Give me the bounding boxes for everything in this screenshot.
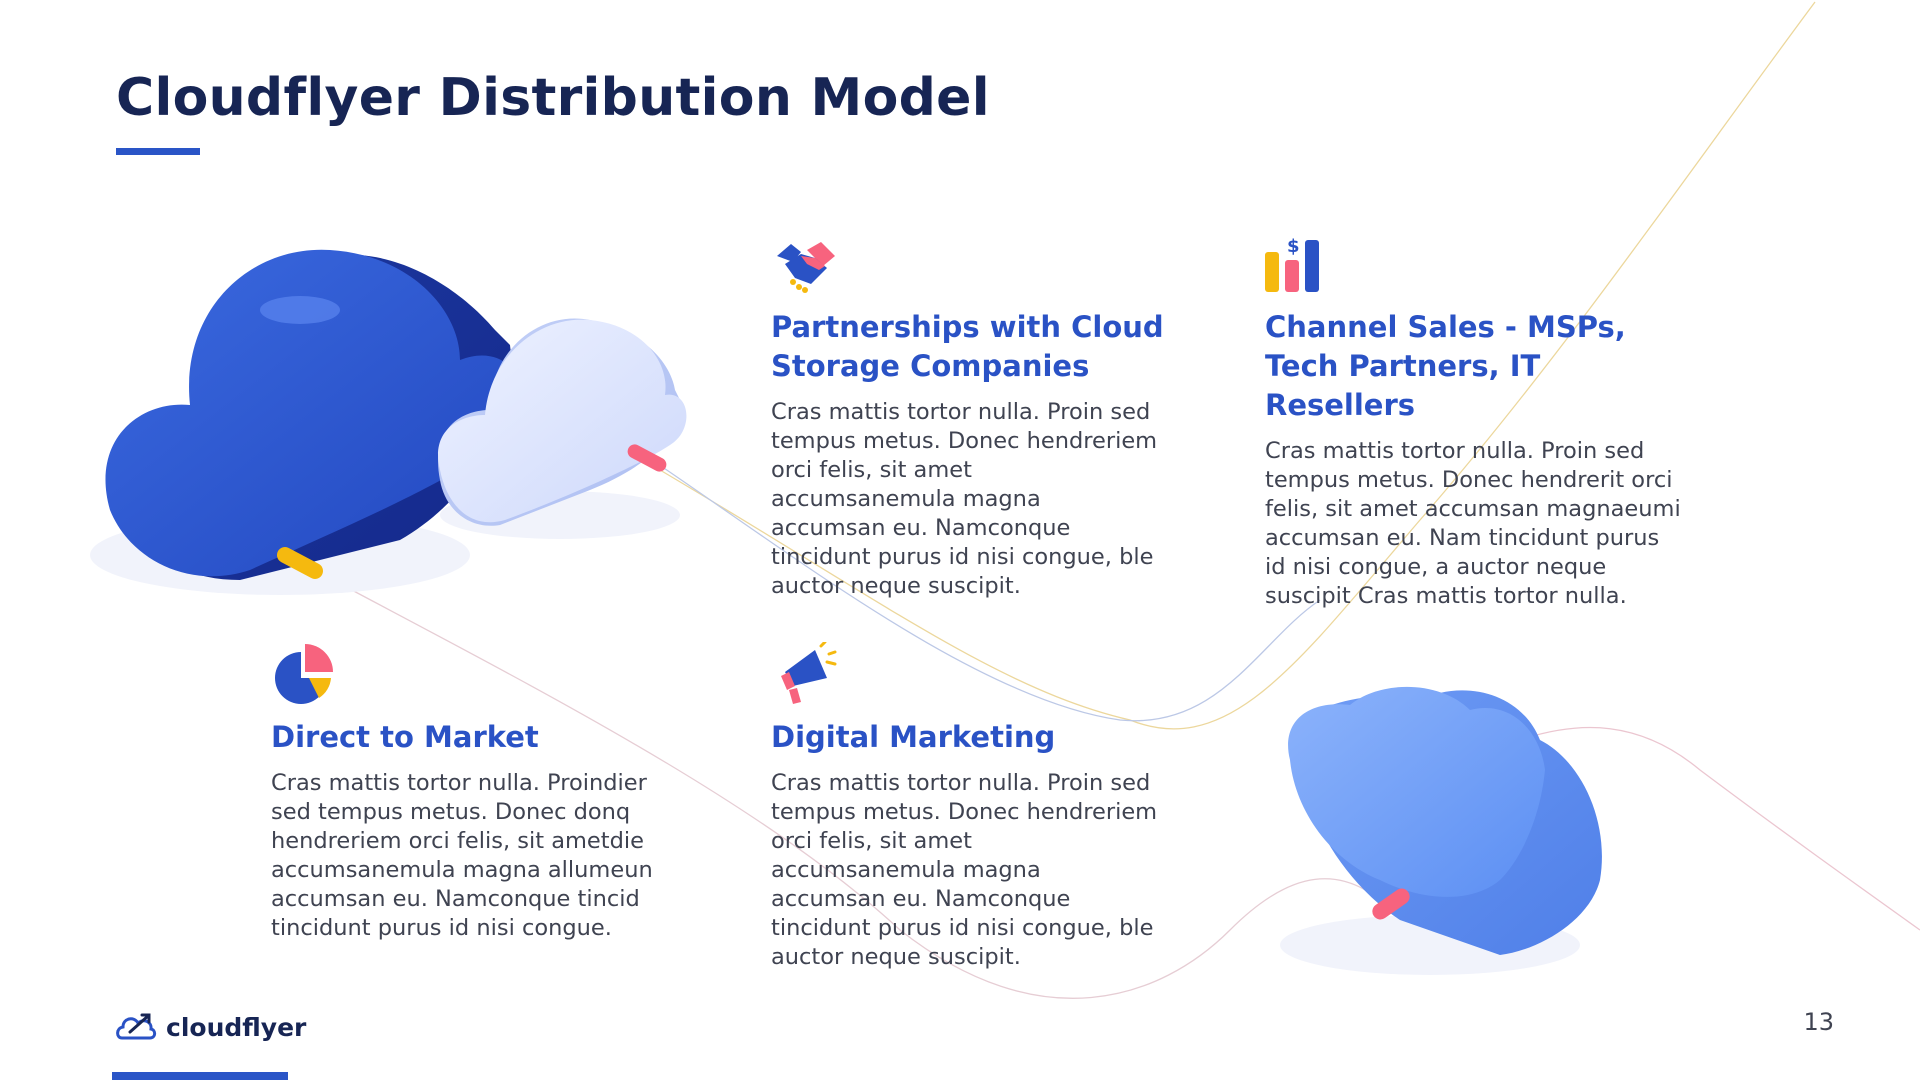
cloud-logo-icon: [116, 1013, 157, 1040]
megaphone-icon: [781, 642, 837, 704]
bar-chart-dollar-icon: $: [1265, 236, 1319, 292]
card-heading: Channel Sales - MSPs, Tech Partners, IT …: [1265, 310, 1626, 422]
connector-lines: [317, 1, 1920, 999]
card-heading: Direct to Market: [271, 720, 539, 754]
connector-line: [1519, 726, 1920, 931]
handshake-icon: [777, 242, 835, 293]
card-heading: Digital Marketing: [771, 720, 1056, 754]
card-partnerships: Partnerships with Cloud Storage Companie…: [771, 232, 1171, 601]
pie-chart-icon: [275, 644, 333, 704]
card-body: Cras mattis tortor nulla. Proin sed temp…: [771, 399, 1158, 599]
brand-logo: cloudflyer: [114, 1010, 306, 1044]
connector-line: [659, 1, 1816, 730]
connector-line: [317, 571, 1381, 999]
card-body: Cras mattis tortor nulla. Proin sed temp…: [1265, 438, 1681, 609]
card-body: Cras mattis tortor nulla. Proin sed temp…: [771, 770, 1158, 970]
cloud-stand: [276, 547, 324, 579]
big-blue-cloud: [90, 249, 522, 595]
card-digital-marketing: Digital Marketing Cras mattis tortor nul…: [771, 642, 1171, 972]
card-direct-to-market: Direct to Market Cras mattis tortor null…: [271, 642, 671, 943]
cloud-face: [1288, 686, 1545, 897]
pale-cloud: [438, 318, 687, 539]
page-title: Cloudflyer Distribution Model: [116, 68, 990, 128]
card-channel-sales: $ Channel Sales - MSPs, Tech Partners, I…: [1265, 232, 1681, 611]
logo-text: cloudflyer: [166, 1012, 307, 1042]
light-blue-cloud: [1280, 686, 1602, 975]
footer-accent-bar: [112, 1072, 288, 1080]
cloud-face: [105, 249, 522, 577]
card-body: Cras mattis tortor nulla. Proindier sed …: [271, 770, 653, 941]
cloud-stand: [627, 444, 667, 472]
page-number: 13: [1803, 1008, 1834, 1036]
cloud-stand: [1372, 888, 1410, 920]
title-underline: [116, 148, 200, 155]
connector-line: [654, 461, 1321, 722]
cloud-highlight: [260, 296, 340, 324]
svg-text:$: $: [1287, 236, 1300, 257]
card-heading: Partnerships with Cloud Storage Companie…: [771, 310, 1164, 383]
cloud-face: [438, 319, 687, 523]
